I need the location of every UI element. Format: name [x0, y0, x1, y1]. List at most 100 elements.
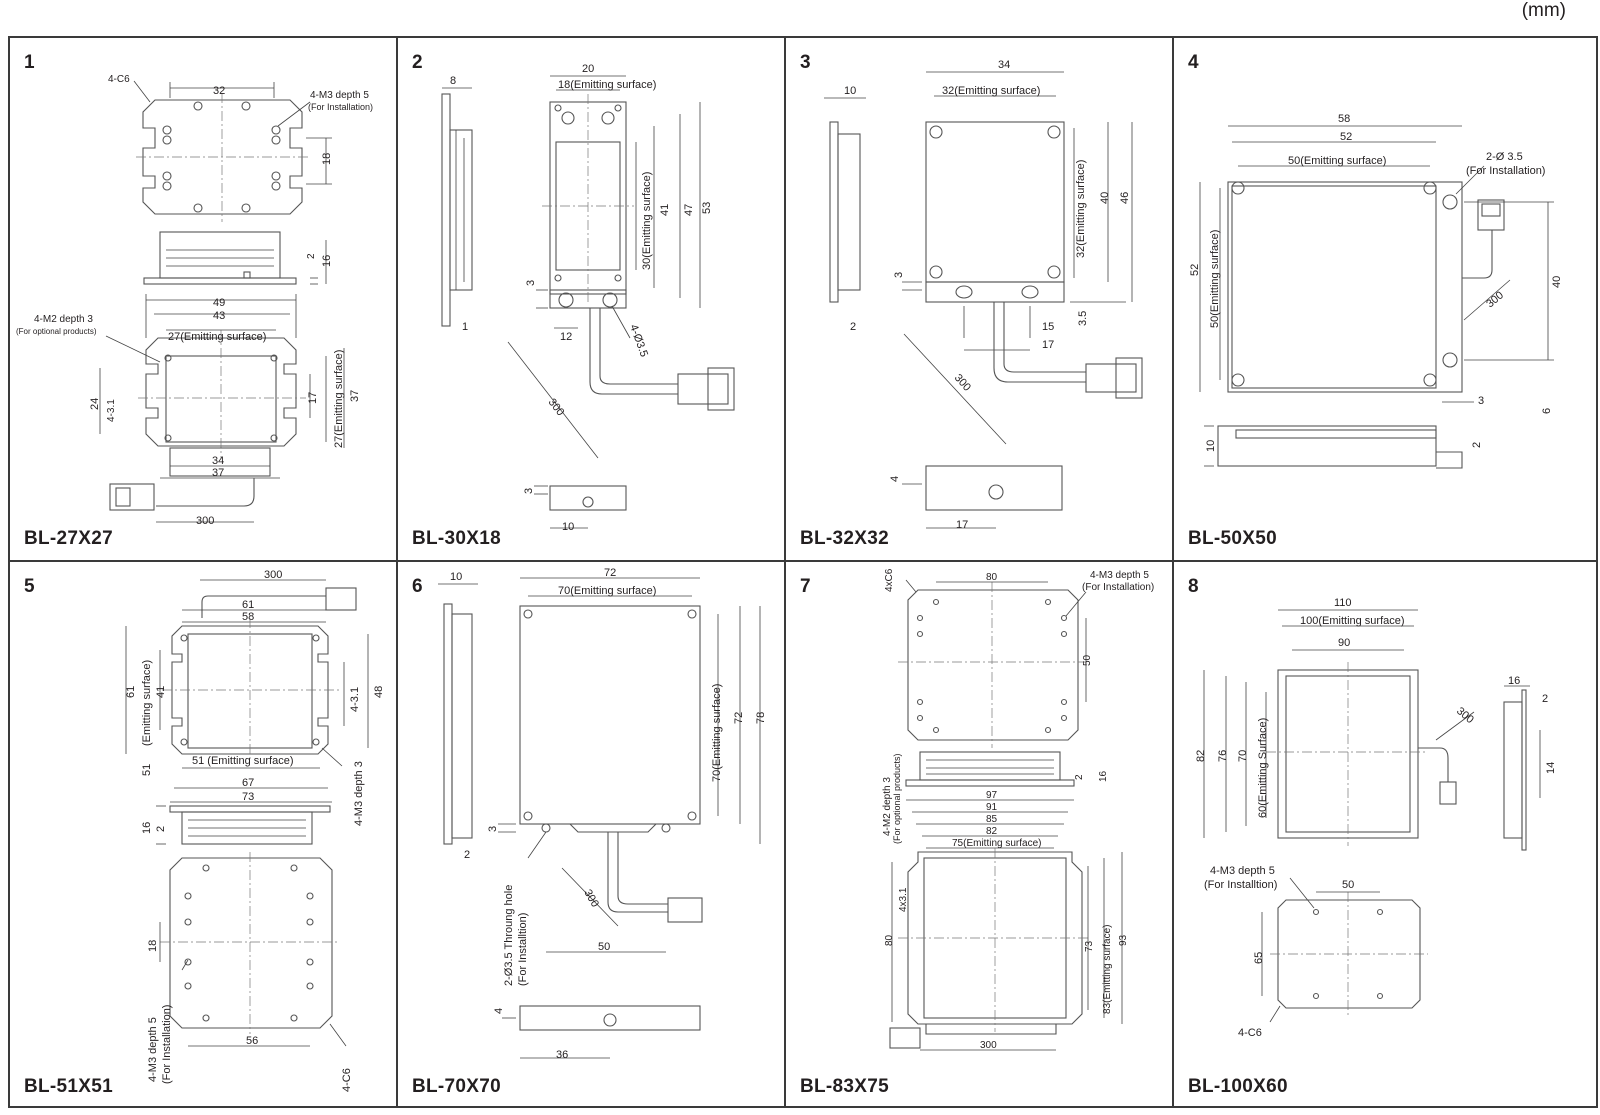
product-cell-6: 6 BL-70X70 10 2 72 70(Emitting surface) … — [398, 562, 784, 1108]
drawing-bl-30x18: 8 1 20 18(Emitting surface) 30(Emitting … — [441, 63, 735, 533]
drawing-grid: 1 BL-27X27 32 4-C6 4-M3 depth 5 (For Ins… — [8, 36, 1598, 1108]
dim-label: 72 — [733, 712, 745, 724]
dim-label: 56 — [246, 1035, 258, 1047]
dim-label: 300 — [952, 372, 973, 394]
product-index: 2 — [412, 52, 423, 73]
dim-label: 8 — [450, 75, 456, 87]
dim-label: 2 — [1542, 693, 1548, 705]
product-cell-8: 8 BL-100X60 110 100(Emitting surface) 90… — [1174, 562, 1598, 1108]
dim-label: 300 — [980, 1040, 997, 1051]
dim-label: 32 — [213, 85, 225, 97]
dim-label: (Emitting surface) — [141, 660, 153, 746]
dim-label: 82 — [1195, 750, 1207, 762]
dim-label: 50 — [1342, 879, 1354, 891]
divider — [1172, 38, 1174, 1106]
dim-label: 2 — [1074, 774, 1085, 780]
dim-label: 4-3.1 — [106, 399, 117, 422]
dim-label: 10 — [450, 571, 462, 583]
dim-label: 3 — [893, 272, 905, 278]
drawing-bl-51x51: 300 61 58 61 (Emitting surface) 41 51 4-… — [125, 569, 385, 1092]
product-index: 3 — [800, 52, 811, 73]
divider — [784, 38, 786, 1106]
dim-label: 60(Emitting Surface) — [1257, 718, 1269, 818]
dim-label: 73 — [1084, 940, 1095, 952]
dim-label: 90 — [1338, 637, 1350, 649]
dim-label: 3 — [525, 280, 537, 286]
divider — [10, 560, 1596, 562]
dim-label: 300 — [264, 569, 282, 581]
dim-label: 93 — [1118, 934, 1129, 946]
dim-label: 37 — [349, 390, 361, 402]
dim-label: 43 — [213, 310, 225, 322]
dim-label: 3.5 — [1077, 311, 1089, 326]
dim-label: 2 — [850, 321, 856, 333]
callout-note: (For Installtion) — [1204, 879, 1277, 891]
dim-label: 2 — [306, 253, 317, 259]
dim-label: 91 — [986, 802, 998, 813]
callout-note: (For Installation) — [1082, 582, 1154, 593]
dim-label: 24 — [89, 398, 101, 410]
product-model: BL-32X32 — [800, 528, 889, 549]
drawing-bl-100x60: 110 100(Emitting surface) 90 300 82 76 7… — [1195, 597, 1557, 1039]
dim-label: 16 — [321, 255, 333, 267]
dim-label: 3 — [1478, 395, 1484, 407]
dim-label: 27(Emitting surface) — [168, 331, 266, 343]
dim-label: 4x3.1 — [898, 887, 909, 912]
product-model: BL-83X75 — [800, 1076, 889, 1097]
dim-label: 50 — [1082, 654, 1093, 666]
product-model: BL-51X51 — [24, 1076, 113, 1097]
dim-label: 30(Emitting surface) — [641, 172, 653, 270]
dim-label: 300 — [581, 888, 601, 910]
dim-label: 82 — [986, 826, 998, 837]
dim-label: 300 — [546, 396, 567, 418]
dim-label: 75(Emitting surface) — [952, 838, 1041, 849]
product-index: 6 — [412, 576, 423, 597]
product-cell-7: 7 BL-83X75 80 4xC6 4-M3 depth 5 (For Ins… — [786, 562, 1172, 1108]
dim-label: 48 — [373, 686, 385, 698]
dim-label: 76 — [1217, 750, 1229, 762]
dim-label: 300 — [1454, 705, 1476, 726]
dim-label: 4-3.1 — [349, 687, 361, 712]
dim-label: 1 — [462, 321, 468, 333]
dim-label: 4-C6 — [1238, 1027, 1262, 1039]
dim-label: 20 — [582, 63, 594, 75]
product-index: 7 — [800, 576, 811, 597]
callout-label: 4-M3 depth 5 — [310, 90, 369, 101]
product-model: BL-27X27 — [24, 528, 113, 549]
dim-label: 36 — [556, 1049, 568, 1061]
callout-label: 4-M3 depth 3 — [353, 761, 365, 826]
dim-label: 67 — [242, 777, 254, 789]
product-cell-3: 3 BL-32X32 10 2 34 32(Emitting surface) … — [786, 38, 1172, 560]
callout-label: 4-M2 depth 3 — [34, 314, 93, 325]
drawing-bl-32x32: 10 2 34 32(Emitting surface) 32(Emitting… — [824, 59, 1143, 531]
product-cell-2: 2 BL-30X18 8 1 20 18(Emitting surface) 3… — [398, 38, 784, 560]
dim-label: 12 — [560, 331, 572, 343]
dim-label: 53 — [701, 202, 713, 214]
product-index: 1 — [24, 52, 35, 73]
dim-label: 65 — [1253, 952, 1265, 964]
product-model: BL-50X50 — [1188, 528, 1277, 549]
callout-note: (For optional products) — [892, 753, 902, 844]
drawing-bl-70x70: 10 2 72 70(Emitting surface) 70(Emitting… — [438, 567, 767, 1061]
dim-label: 80 — [986, 572, 998, 583]
dim-label: 4-C6 — [341, 1068, 353, 1092]
product-model: BL-70X70 — [412, 1076, 501, 1097]
drawing-bl-27x27: 32 4-C6 4-M3 depth 5 (For Installation) … — [16, 74, 373, 527]
dim-label: 83(Emitting surface) — [1102, 925, 1113, 1014]
dim-label: 34 — [212, 455, 224, 467]
dim-label: 300 — [196, 515, 214, 527]
dim-label: 58 — [242, 611, 254, 623]
dim-label: 100(Emitting surface) — [1300, 615, 1405, 627]
dim-label: 34 — [998, 59, 1010, 71]
dim-label: 41 — [659, 204, 671, 216]
dim-label: 52 — [1340, 131, 1352, 143]
callout-note: (For Installation) — [308, 102, 373, 112]
callout-label: 4-M3 depth 5 — [147, 1017, 159, 1082]
product-index: 5 — [24, 576, 35, 597]
dim-label: 27(Emitting surface) — [333, 350, 345, 448]
drawing-bl-83x75: 80 4xC6 4-M3 depth 5 (For Installation) … — [882, 568, 1154, 1051]
dim-label: 41 — [155, 686, 167, 698]
divider — [396, 38, 398, 1106]
dim-label: 15 — [1042, 321, 1054, 333]
dim-label: 10 — [562, 521, 574, 533]
